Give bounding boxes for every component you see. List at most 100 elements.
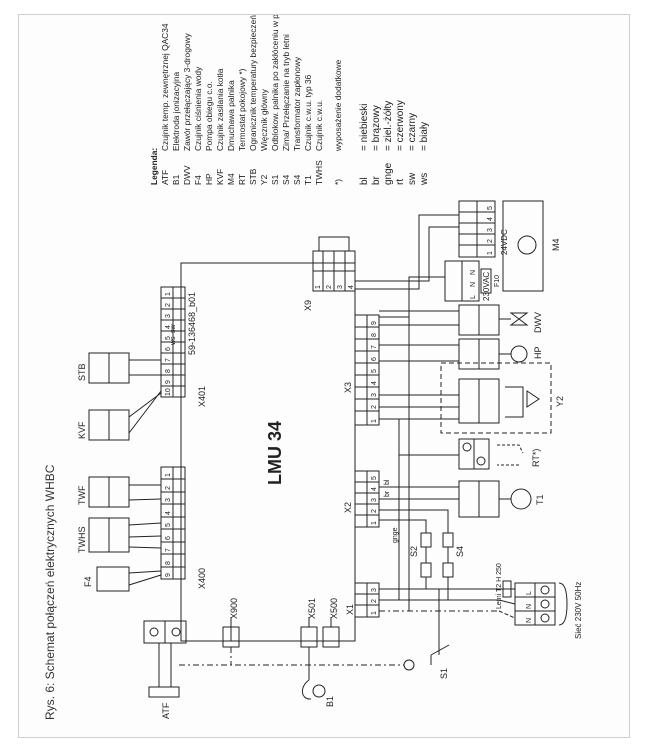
svg-text:6: 6	[165, 347, 172, 351]
svg-text:7: 7	[371, 345, 378, 349]
hp-label: HP	[533, 346, 543, 359]
svg-text:9: 9	[165, 380, 172, 384]
svg-text:3: 3	[371, 498, 378, 502]
x400-pins	[161, 478, 185, 568]
svg-text:2: 2	[371, 405, 378, 409]
svg-text:bl: bl	[359, 177, 370, 185]
atf-label: ATF	[161, 702, 171, 719]
svg-text:1: 1	[371, 611, 378, 615]
colors-legend: bl = niebieski br = brązowy gnge = ziel.-żó…	[359, 100, 430, 186]
svg-text:2: 2	[371, 599, 378, 603]
svg-text:8: 8	[165, 561, 172, 565]
svg-text:5: 5	[371, 369, 378, 373]
svg-text:Elektroda jonizacyjna: Elektroda jonizacyjna	[171, 72, 181, 151]
dwv-valve-symbol	[509, 312, 529, 326]
x501-connector	[300, 626, 318, 648]
svg-text:B1: B1	[171, 174, 181, 185]
svg-text:Y2: Y2	[259, 174, 269, 185]
svg-text:1: 1	[371, 521, 378, 525]
svg-text:4: 4	[348, 285, 355, 289]
x900-label: X900	[229, 598, 239, 619]
svg-text:1: 1	[371, 419, 378, 423]
fuse-label: Letni T2 H 250	[496, 563, 503, 609]
svg-text:2: 2	[487, 239, 494, 243]
y2-label: Y2	[555, 396, 565, 407]
svg-text:1: 1	[165, 473, 172, 477]
svg-text:3: 3	[371, 393, 378, 397]
x1-pin-numbers: 1 2 3	[371, 588, 378, 615]
svg-text:= czerwony: = czerwony	[395, 100, 406, 151]
svg-text:N: N	[470, 270, 477, 275]
svg-text:5: 5	[371, 476, 378, 480]
s1-switch	[430, 644, 450, 656]
dwv-label: DWV	[533, 312, 543, 333]
x3-pin-numbers: 1 2 3 4 5 6 7 8 9	[371, 321, 378, 423]
svg-text:9: 9	[165, 573, 172, 577]
vdc-label: 24VDC	[500, 229, 509, 255]
svg-text:= niebieski: = niebieski	[359, 103, 370, 151]
twf-label: TWF	[77, 485, 87, 505]
f4-label: F4	[83, 576, 93, 587]
svg-text:RT: RT	[237, 174, 247, 185]
x500-connector	[322, 626, 340, 648]
f10-label: F10	[494, 275, 501, 287]
svg-text:br: br	[371, 175, 382, 185]
svg-text:Ogranicznik temperatury bezpie: Ogranicznik temperatury bezpieczeństwa	[248, 15, 258, 151]
x9-pin-numbers: 1 2 3 4	[315, 285, 355, 289]
svg-text:4: 4	[165, 325, 172, 329]
board-code-label: 59-136468_b01	[187, 292, 197, 355]
siec-label: Sieć 230V 50Hz	[574, 582, 583, 639]
hp-pump-symbol	[510, 345, 528, 363]
x2-label: X2	[343, 502, 353, 513]
svg-text:Więcznik główny: Więcznik główny	[259, 88, 269, 151]
x501-label: X501	[307, 598, 317, 619]
vac-label: 230VAC	[482, 272, 491, 301]
mains-lnn-labels: L N N	[526, 591, 533, 623]
s4-switch	[442, 532, 454, 548]
svg-text:= ziel.-żółty: = ziel.-żółty	[383, 101, 394, 151]
x9-label: X9	[303, 300, 313, 311]
svg-text:9: 9	[371, 321, 378, 325]
svg-text:8: 8	[371, 333, 378, 337]
svg-text:= brązowy: = brązowy	[371, 105, 382, 151]
svg-text:8: 8	[165, 369, 172, 373]
svg-text:Pompa obiegu c.o.: Pompa obiegu c.o.	[204, 81, 214, 151]
svg-text:M4: M4	[226, 173, 236, 185]
y2-gas-valve	[440, 362, 552, 434]
rt-label: RT*)	[531, 449, 541, 467]
svg-text:Zawór przełączający 3-drogowy: Zawór przełączający 3-drogowy	[182, 32, 192, 151]
svg-text:3: 3	[371, 588, 378, 592]
wire-label-br: br	[384, 490, 391, 497]
x3-label: X3	[343, 382, 353, 393]
svg-text:2: 2	[326, 285, 333, 289]
svg-text:rt: rt	[395, 179, 406, 185]
svg-text:S1: S1	[270, 174, 280, 185]
f10-fuse	[480, 268, 492, 294]
svg-text:ATF: ATF	[160, 170, 170, 185]
svg-text:5: 5	[165, 336, 172, 340]
svg-text:Czujnik zasilania kotła: Czujnik zasilania kotła	[215, 68, 225, 151]
svg-text:Odblokow. palnika po zakłóceni: Odblokow. palnika po zakłóceniu w pracy	[270, 15, 280, 151]
svg-text:S4: S4	[281, 174, 291, 185]
rt-thermostat	[497, 444, 524, 466]
svg-text:wyposażenie dodatkowe: wyposażenie dodatkowe	[333, 59, 343, 152]
m4-fan-symbol	[517, 235, 537, 255]
svg-text:L: L	[526, 591, 533, 595]
x1-label: X1	[345, 604, 355, 615]
svg-text:F4: F4	[193, 175, 203, 185]
wire-label-sw: sw	[170, 324, 177, 334]
wire-label-gnge: gnge	[392, 527, 399, 543]
svg-text:4: 4	[487, 217, 494, 221]
svg-text:gnge: gnge	[383, 162, 394, 185]
twhs-label: TWHS	[77, 527, 87, 554]
svg-text:Czujnik ciśnienia wody: Czujnik ciśnienia wody	[193, 66, 203, 151]
svg-text:sw: sw	[407, 172, 418, 185]
svg-text:Termostat pokojowy *): Termostat pokojowy *)	[237, 68, 247, 151]
svg-text:S4: S4	[292, 174, 302, 185]
svg-text:5: 5	[165, 523, 172, 527]
svg-text:*): *)	[333, 179, 343, 185]
m4-pin-numbers: 1 2 3 4 5	[487, 206, 494, 255]
svg-text:3: 3	[165, 314, 172, 318]
svg-text:Transformator zapłonowy: Transformator zapłonowy	[292, 56, 302, 151]
